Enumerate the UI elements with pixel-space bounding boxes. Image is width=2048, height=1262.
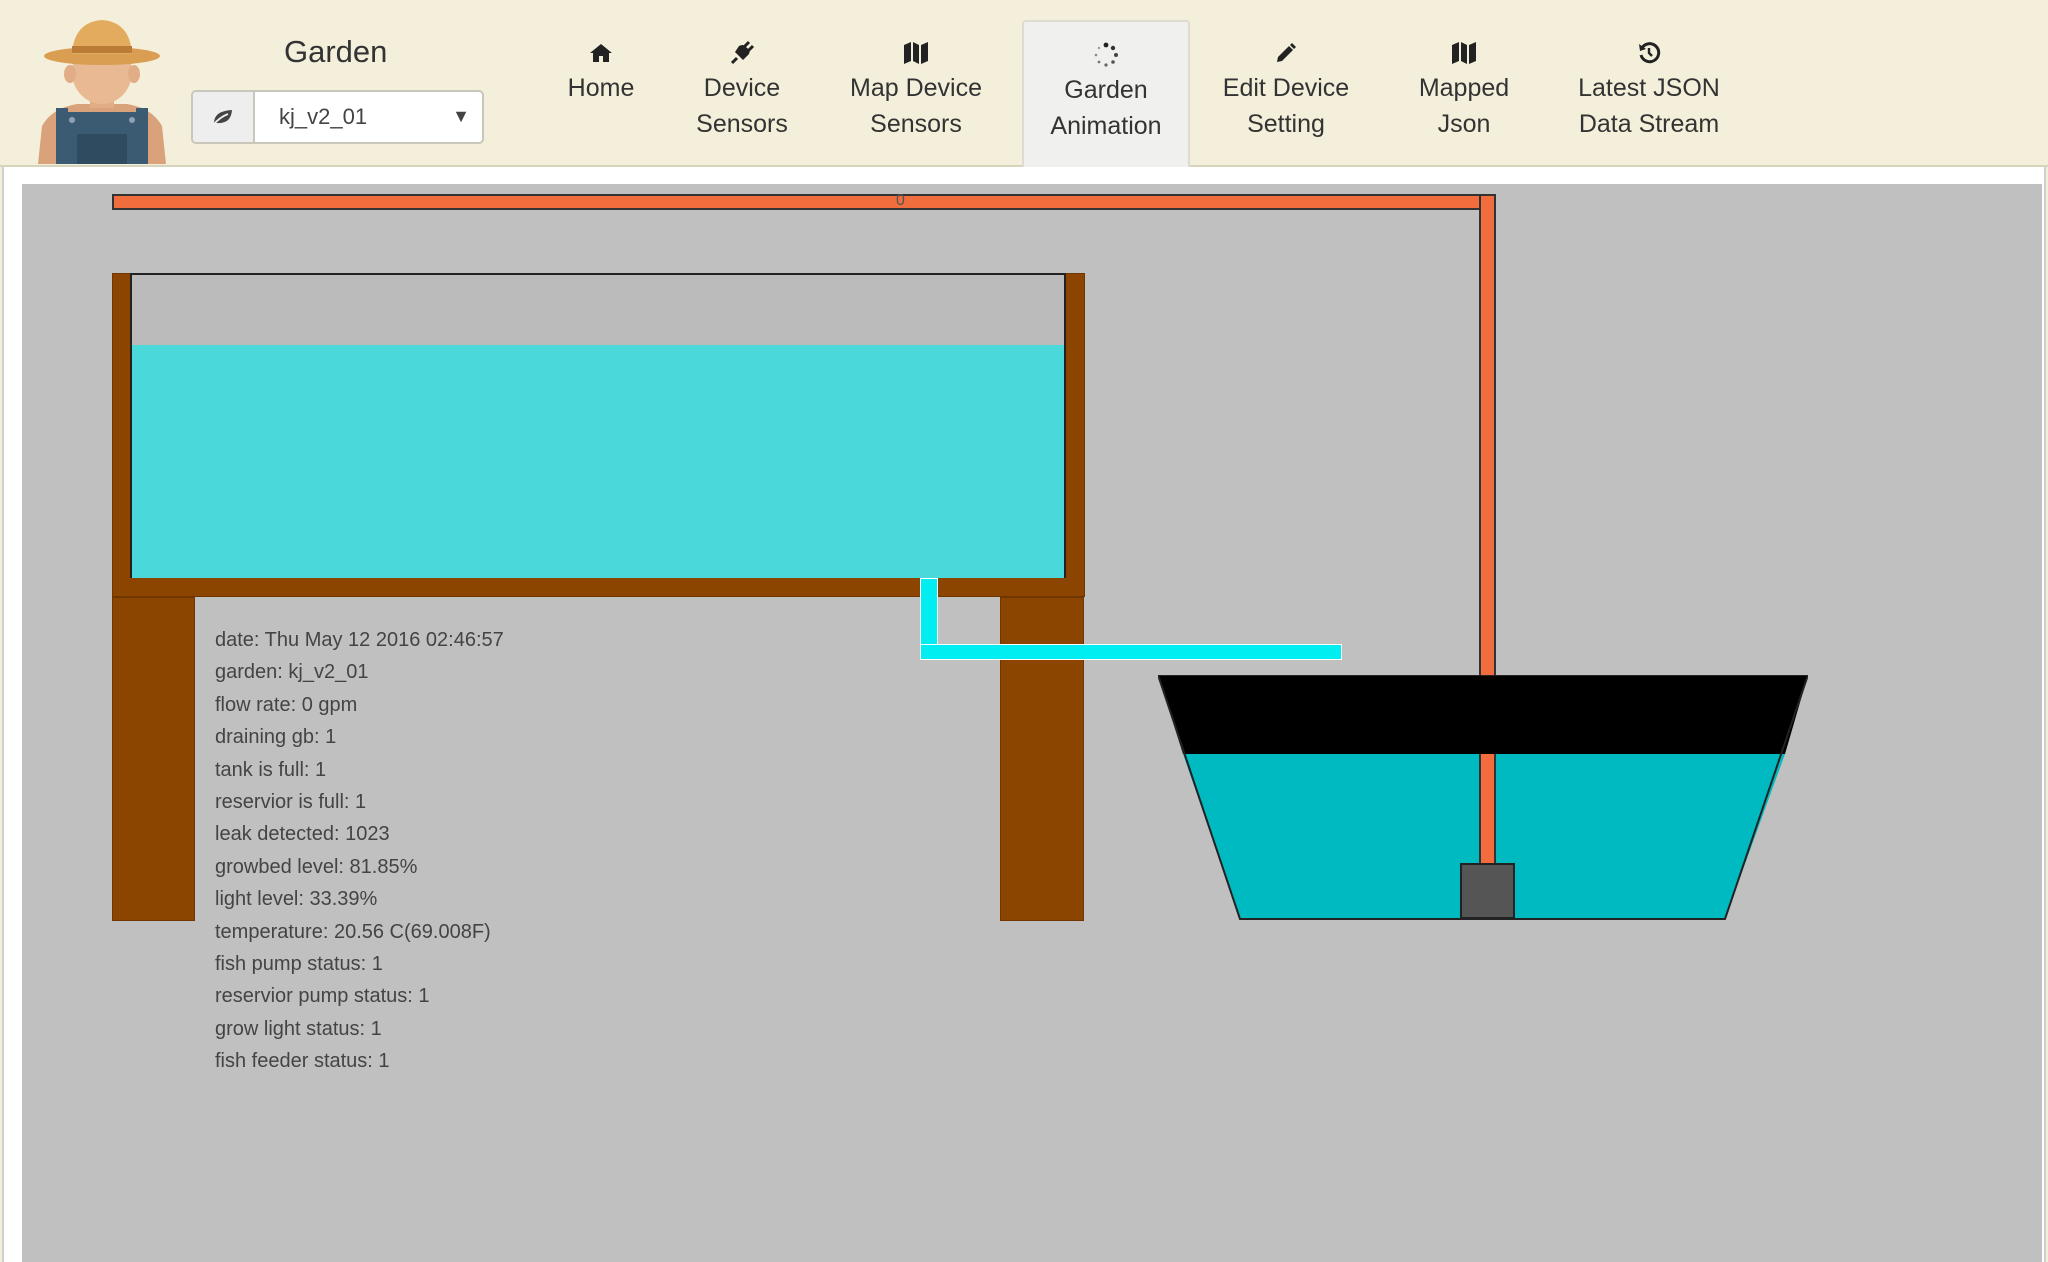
map-icon xyxy=(1451,40,1477,66)
nav-garden-animation[interactable]: Garden Animation xyxy=(1022,20,1190,167)
nav-map-device-sensors[interactable]: Map Device Sensors xyxy=(830,20,1002,167)
nav-device-sensors-label: Device Sensors xyxy=(696,74,788,138)
fish-tank-outline xyxy=(1158,675,1808,920)
nav-home[interactable]: Home xyxy=(540,20,662,167)
pencil-icon xyxy=(1273,40,1299,66)
status-flow-rate: flow rate: 0 gpm xyxy=(215,693,358,716)
nav-device-sensors[interactable]: Device Sensors xyxy=(672,20,812,167)
status-draining-gb: draining gb: 1 xyxy=(215,726,337,749)
home-icon xyxy=(588,40,614,66)
status-grow-light: grow light status: 1 xyxy=(215,1017,382,1040)
garden-select-value[interactable]: kj_v2_01 ▼ xyxy=(255,92,482,142)
status-readout: date: Thu May 12 2016 02:46:57 garden: k… xyxy=(215,624,504,1078)
nav-mapped-json[interactable]: Mapped Json xyxy=(1394,20,1534,167)
pipe-flow-label: 0 xyxy=(896,192,905,209)
fish-tank-top xyxy=(1158,675,1808,754)
drain-pipe-horizontal xyxy=(920,644,1342,660)
spinner-icon xyxy=(1093,42,1119,68)
nav-home-label: Home xyxy=(567,74,635,102)
map-icon xyxy=(903,40,929,66)
status-tank-full: tank is full: 1 xyxy=(215,758,327,781)
page-title: Garden xyxy=(284,34,388,69)
status-garden: garden: kj_v2_01 xyxy=(215,661,369,684)
growbed-water xyxy=(132,345,1064,578)
garden-select-text: kj_v2_01 xyxy=(279,104,368,129)
plug-icon xyxy=(729,40,755,66)
app-header: Garden kj_v2_01 ▼ Home xyxy=(0,0,2048,167)
status-leak-detected: leak detected: 1023 xyxy=(215,823,390,846)
nav-map-device-sensors-label: Map Device Sensors xyxy=(850,74,982,138)
nav-edit-device-setting[interactable]: Edit Device Setting xyxy=(1210,20,1362,167)
status-growbed-level: growbed level: 81.85% xyxy=(215,855,418,878)
nav-latest-json-data-stream[interactable]: Latest JSON Data Stream xyxy=(1562,20,1736,167)
status-fish-feeder: fish feeder status: 1 xyxy=(215,1050,390,1073)
garden-select[interactable]: kj_v2_01 ▼ xyxy=(191,90,484,144)
return-pipe-horizontal xyxy=(112,194,1496,210)
nav-mapped-json-label: Mapped Json xyxy=(1418,74,1510,138)
farmer-avatar xyxy=(38,20,166,164)
history-icon xyxy=(1636,40,1662,66)
nav-latest-json-data-stream-label: Latest JSON Data Stream xyxy=(1578,74,1720,138)
content-panel: 0 date: Thu May 12 2016 02:46:57 garden:… xyxy=(2,167,2046,1262)
status-light-level: light level: 33.39% xyxy=(215,888,378,911)
nav-garden-animation-label: Garden Animation xyxy=(1050,76,1162,140)
status-date: date: Thu May 12 2016 02:46:57 xyxy=(215,629,504,651)
fish-pump xyxy=(1460,863,1515,919)
status-reservior-pump: reservior pump status: 1 xyxy=(215,985,430,1008)
nav-edit-device-setting-label: Edit Device Setting xyxy=(1222,74,1350,138)
return-pipe-in-tank xyxy=(1479,754,1496,864)
status-reservior-full: reservior is full: 1 xyxy=(215,791,367,814)
status-fish-pump: fish pump status: 1 xyxy=(215,953,383,976)
caret-down-icon: ▼ xyxy=(452,106,470,126)
garden-animation-canvas: 0 date: Thu May 12 2016 02:46:57 garden:… xyxy=(22,184,2042,1262)
status-temperature: temperature: 20.56 C(69.008F) xyxy=(215,920,491,943)
leaf-icon xyxy=(193,92,255,142)
growbed-leg-left xyxy=(112,597,195,921)
